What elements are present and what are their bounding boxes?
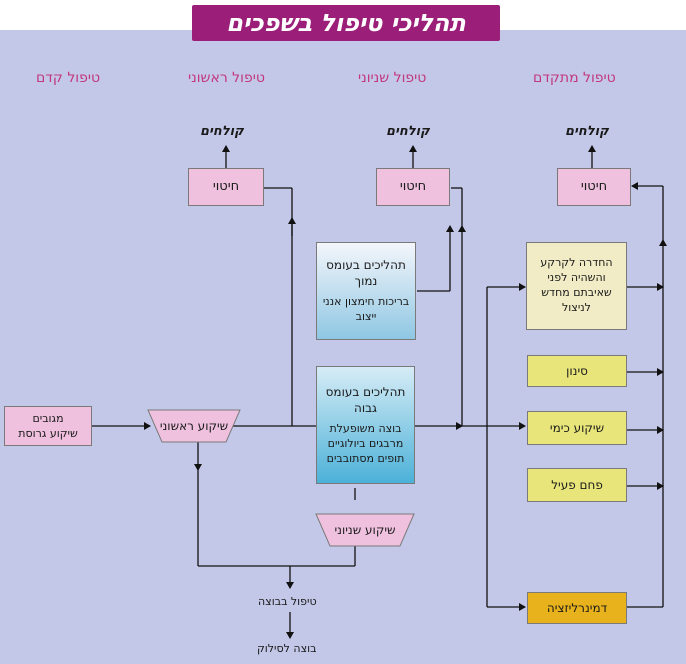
- diagram-title: תהליכי טיפול בשפכים: [192, 5, 500, 41]
- chemical-settling-label: שיקוע כימי: [549, 420, 605, 435]
- preliminary-line-2: שיקוע גרוסת: [18, 427, 78, 440]
- soil-recharge-label: החדרה לקרקע והשהיה לפני שאיבתם מחדש לניצ…: [540, 256, 613, 314]
- disinfection-box-secondary: חיטוי: [376, 168, 450, 206]
- disinfection-box-advanced: חיטוי: [557, 168, 631, 206]
- filtration-label: סינון: [566, 363, 588, 378]
- diagram-panel: [0, 30, 686, 664]
- disinfection-label-primary: חיטוי: [212, 179, 240, 195]
- disinfection-box-primary: חיטוי: [188, 168, 264, 206]
- column-header-primary: טיפול ראשוני: [188, 70, 265, 86]
- low-load-details: בריכות חימצון אנני ייצוב: [322, 295, 410, 324]
- outlet-label-advanced: קולחים: [565, 124, 609, 139]
- low-load-box: תהליכים בעומס נמוך בריכות חימצון אנני יי…: [316, 242, 416, 340]
- column-header-secondary: טיפול שניוני: [358, 70, 427, 86]
- high-load-details: בוצה משופעלת מרבגים ביולוגיים תופים מסתו…: [326, 421, 405, 465]
- demineralization-box: דמינרליזציה: [527, 592, 627, 624]
- outlet-label-secondary: קולחים: [386, 124, 430, 139]
- disinfection-label-advanced: חיטוי: [580, 179, 608, 195]
- primary-settling-shape: [147, 409, 241, 443]
- primary-settling-label: שיקוע ראשוני: [159, 419, 229, 433]
- secondary-settling-label: שיקוע שניוני: [334, 523, 396, 537]
- sludge-treatment-label: טיפול בבוצה: [258, 595, 317, 608]
- sludge-disposal-label: בוצה לסילוק: [257, 642, 317, 655]
- demineralization-label: דמינרליזציה: [546, 600, 608, 615]
- high-load-box: תהליכים בעומס גבוה בוצה משופעלת מרבגים ב…: [316, 366, 415, 484]
- activated-carbon-label: פחם פעיל: [551, 477, 603, 492]
- preliminary-line-1: מגובים: [32, 411, 64, 425]
- activated-carbon-box: פחם פעיל: [527, 468, 627, 502]
- outlet-label-primary: קולחים: [200, 124, 244, 139]
- secondary-settling-shape: [315, 513, 415, 547]
- column-header-advanced: טיפול מתקדם: [533, 70, 616, 86]
- column-header-preliminary: טיפול קדם: [36, 70, 101, 86]
- low-load-title: תהליכים בעומס נמוך: [326, 257, 406, 289]
- soil-recharge-box: החדרה לקרקע והשהיה לפני שאיבתם מחדש לניצ…: [526, 242, 627, 330]
- disinfection-label-secondary: חיטוי: [399, 179, 427, 195]
- chemical-settling-box: שיקוע כימי: [527, 411, 627, 445]
- preliminary-box: מגובים שיקוע גרוסת: [4, 406, 92, 446]
- high-load-title: תהליכים בעומס גבוה: [325, 384, 406, 415]
- filtration-box: סינון: [527, 355, 627, 387]
